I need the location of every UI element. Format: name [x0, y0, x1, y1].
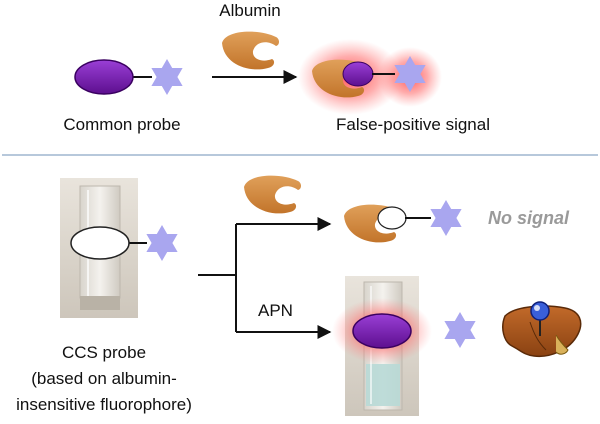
- activated-probe: [332, 298, 432, 364]
- ccs-probe-label-line1: CCS probe: [62, 343, 146, 362]
- branch-arrows: [198, 217, 332, 339]
- bound-probe-ellipse: [342, 61, 374, 87]
- star-icon: [444, 312, 476, 348]
- common-probe-label: Common probe: [63, 115, 180, 134]
- probe-ellipse: [70, 226, 130, 260]
- false-positive-complex: [298, 39, 442, 115]
- ccs-probe: [70, 225, 178, 261]
- top-panel: Common probe Albumin False-positive sign…: [63, 1, 490, 134]
- false-positive-label: False-positive signal: [336, 115, 490, 134]
- star-icon: [394, 56, 426, 92]
- bottom-panel: CCS probe (based on albumin- insensitive…: [16, 175, 582, 416]
- liver-icon: [502, 301, 582, 358]
- star-icon: [430, 200, 462, 236]
- common-probe: [74, 59, 183, 95]
- bound-probe-ellipse: [377, 206, 407, 230]
- star-icon: [151, 59, 183, 95]
- probe-ellipse: [74, 59, 134, 95]
- albumin-label: Albumin: [219, 1, 280, 20]
- no-signal-label: No signal: [488, 208, 570, 228]
- ccs-probe-label-line2: (based on albumin-: [31, 369, 177, 388]
- probe-ellipse: [352, 313, 412, 349]
- no-signal-complex: [344, 200, 462, 243]
- apn-label: APN: [258, 301, 293, 320]
- albumin-icon: [244, 175, 301, 214]
- albumin-icon: [222, 31, 279, 70]
- star-icon: [146, 225, 178, 261]
- ccs-probe-label-line3: insensitive fluorophore): [16, 395, 192, 414]
